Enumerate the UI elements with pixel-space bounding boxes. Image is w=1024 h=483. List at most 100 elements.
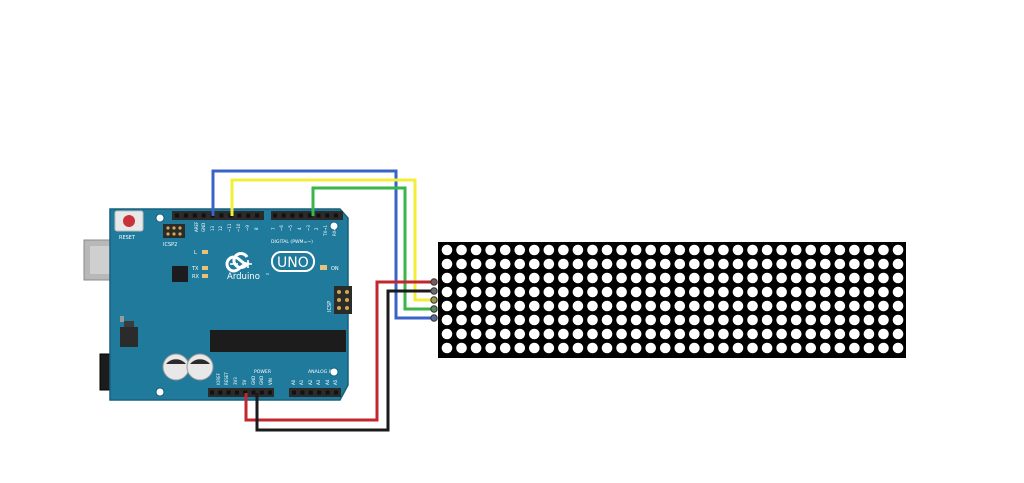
header-pin[interactable] [281,213,286,218]
model-label: UNO [277,255,309,271]
matrix-led [732,286,744,298]
matrix-led [514,286,526,298]
matrix-led [878,286,889,298]
on-label: ON [331,266,339,272]
matrix-led [630,258,642,270]
matrix-led [572,314,584,326]
matrix-led [674,286,686,298]
matrix-led [543,272,555,284]
header-pin[interactable] [325,390,330,395]
matrix-led [674,272,686,284]
pin-label-5v: 5V [242,379,247,385]
matrix-led [558,342,569,354]
header-pin[interactable] [243,390,248,395]
matrix-led [732,272,744,284]
matrix-led [878,300,889,312]
matrix-led [645,328,656,340]
matrix-led [630,272,642,284]
header-pin[interactable] [307,213,312,218]
matrix-led [456,244,467,256]
matrix-led [703,244,715,256]
pin-label-tx: TX→1 [323,224,328,237]
matrix-led [863,286,875,298]
matrix-led [718,272,729,284]
matrix-led [732,244,744,256]
matrix-led [747,258,758,270]
matrix-led [601,244,613,256]
matrix-led [776,314,787,326]
matrix-led [834,342,846,354]
matrix-led [718,342,729,354]
header-pin[interactable] [237,213,242,218]
analog-section-label: ANALOG IN [308,369,334,375]
capacitor-2 [186,353,214,381]
matrix-led [820,258,831,270]
header-pin[interactable] [251,390,256,395]
header-pin[interactable] [317,390,322,395]
matrix-led [543,258,555,270]
matrix-led [456,328,467,340]
matrix-led [790,272,802,284]
matrix-led [820,272,831,284]
header-pin[interactable] [333,213,338,218]
matrix-led [820,342,831,354]
matrix-led [718,328,729,340]
matrix-led [689,300,700,312]
matrix-led [499,300,511,312]
header-pin[interactable] [268,390,273,395]
pin-label-8: 8 [254,227,259,230]
header-pin[interactable] [292,390,296,395]
header-pin[interactable] [290,213,295,218]
header-pin[interactable] [299,213,304,218]
matrix-led [645,272,656,284]
header-pin[interactable] [234,390,239,395]
matrix-led [485,272,496,284]
header-pin[interactable] [219,213,224,218]
header-pin[interactable] [273,213,277,218]
matrix-led [776,272,787,284]
matrix-led [529,258,540,270]
header-pin[interactable] [175,213,179,218]
matrix-led [863,342,875,354]
matrix-led [834,272,846,284]
matrix-led [572,244,584,256]
matrix-led [703,314,715,326]
matrix-led [514,314,526,326]
matrix-led [470,328,482,340]
header-pin[interactable] [259,390,264,395]
header-pin[interactable] [192,213,197,218]
header-pin[interactable] [300,390,305,395]
power-section-label: POWER [254,369,272,375]
power-pin-labels: IOREF RESET 3V3 5V GND GND VIN [216,372,273,385]
matrix-led [645,300,656,312]
matrix-led [441,286,453,298]
header-pin[interactable] [226,390,231,395]
matrix-led [499,328,511,340]
reset-button[interactable] [114,210,144,232]
header-pin[interactable] [218,390,223,395]
matrix-led [689,342,700,354]
matrix-led [863,300,875,312]
matrix-led [529,286,540,298]
header-pin[interactable] [246,213,251,218]
pcb-body [109,208,349,401]
matrix-led [587,244,598,256]
matrix-led [761,244,773,256]
capacitor-1 [162,353,190,381]
header-pin[interactable] [325,213,330,218]
header-pin[interactable] [228,213,233,218]
matrix-led [805,272,817,284]
matrix-led [499,272,511,284]
header-pin[interactable] [308,390,313,395]
header-pin[interactable] [183,213,188,218]
header-pin[interactable] [255,213,260,218]
matrix-led [776,258,787,270]
header-pin[interactable] [210,390,214,395]
matrix-led [601,272,613,284]
matrix-led [805,342,817,354]
header-pin[interactable] [201,213,206,218]
header-pin[interactable] [334,390,338,395]
led-label-tx: TX [191,266,199,272]
header-pin[interactable] [316,213,321,218]
matrix-led [674,314,686,326]
